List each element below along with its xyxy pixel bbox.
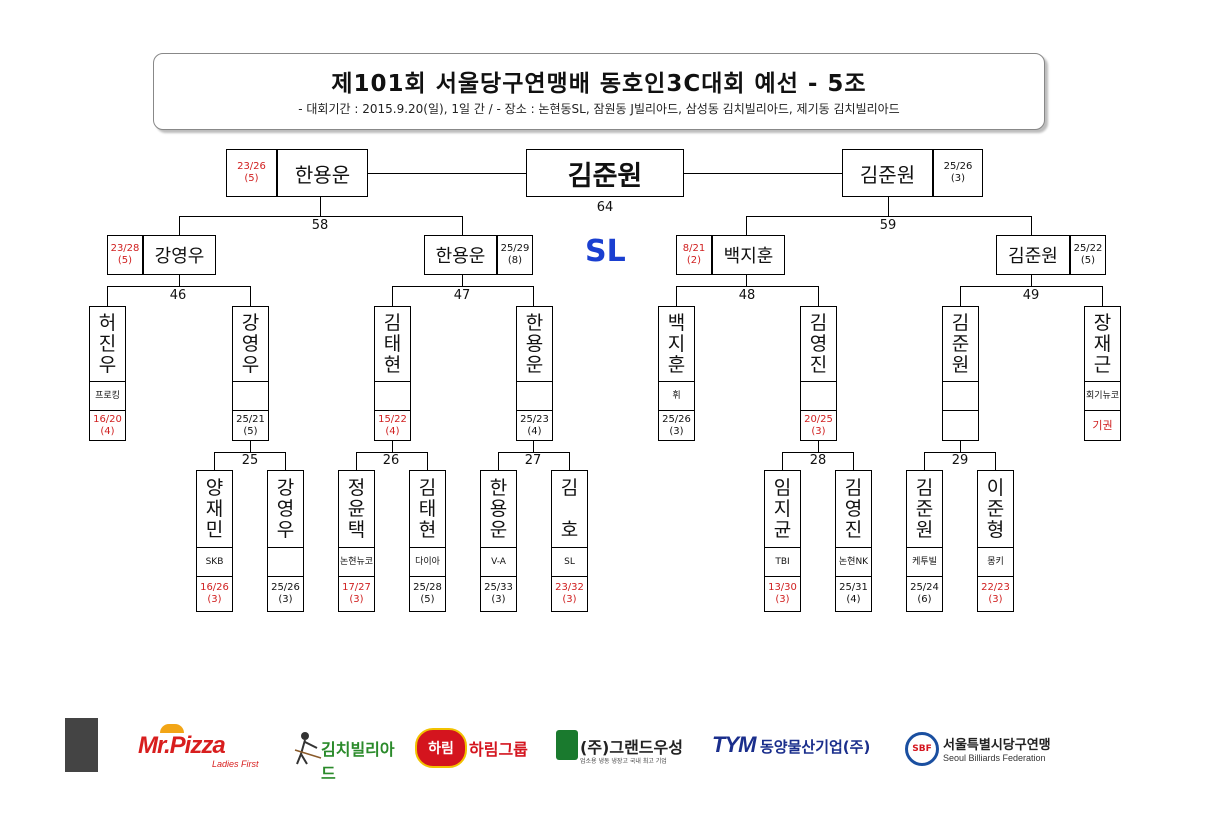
sponsor-tym-logo: TYM 동양물산기업(주)	[712, 732, 871, 757]
player-hanyu1-club	[516, 381, 553, 411]
semi-kimjw-name: 김준원	[996, 235, 1070, 275]
harim-badge-icon: 하림	[415, 728, 467, 768]
match-25: 25	[241, 453, 259, 468]
semi-kimjw-score: 25/22(5)	[1070, 235, 1106, 275]
player-baekjh-club: 휘	[658, 381, 695, 411]
sponsor-kimchi-logo: 김치빌리아드	[293, 724, 403, 783]
page-title: 제101회 서울당구연맹배 동호인3C대회 예선 - 5조	[331, 71, 867, 97]
player-kangyu1-score: 25/21(5)	[232, 410, 269, 441]
semi-kang-score: 23/28(5)	[107, 235, 143, 275]
semi-kang-name: 강영우	[143, 235, 216, 275]
player-kimho-club: SL	[551, 547, 588, 577]
match-58: 58	[311, 218, 329, 233]
match-49: 49	[1022, 288, 1040, 303]
champion-name: 김준원	[526, 149, 684, 197]
match-59: 59	[879, 218, 897, 233]
final-right-name: 김준원	[842, 149, 933, 197]
player-hanyu1-score: 25/23(4)	[516, 410, 553, 441]
player-jungyt-score: 17/27(3)	[338, 576, 375, 612]
player-kimjw2-score: 25/24(6)	[906, 576, 943, 612]
final-right-score: 25/26(3)	[933, 149, 983, 197]
page-subtitle: - 대회기간 : 2015.9.20(일), 1일 간 / - 장소 : 논현동…	[298, 102, 900, 116]
semi-baek-name: 백지훈	[712, 235, 785, 275]
player-hanyu2-club: V-A	[480, 547, 517, 577]
semi-han-score: 25/29(8)	[497, 235, 533, 275]
player-baekjh-score: 25/26(3)	[658, 410, 695, 441]
player-kimyj1-score: 20/25(3)	[800, 410, 837, 441]
match-47: 47	[453, 288, 471, 303]
sponsor-grand-logo: (주)그랜드우성 업소용 냉동 냉장고 국내 최고 기업	[556, 728, 696, 772]
match-26: 26	[382, 453, 400, 468]
player-jungyt-club: 논현뉴코	[338, 547, 375, 577]
final-venue: SL	[585, 234, 626, 269]
pizza-hat-icon	[160, 724, 184, 733]
player-kimjw2-club: 케투빌	[906, 547, 943, 577]
sponsor-harim-logo: 하림 하림그룹	[415, 724, 540, 770]
final-left-score: 23/26(5)	[226, 149, 277, 197]
player-kimth1-score: 15/22(4)	[374, 410, 411, 441]
player-kimjw1-score	[942, 410, 979, 441]
player-yangjm-club: SKB	[196, 547, 233, 577]
match-48: 48	[738, 288, 756, 303]
player-kimyj2-club: 논현NK	[835, 547, 872, 577]
billiard-player-icon	[294, 732, 322, 765]
player-jangjg-club: 회기뉴코	[1084, 381, 1121, 411]
player-kimyj2-score: 25/31(4)	[835, 576, 872, 612]
match-27: 27	[524, 453, 542, 468]
sbf-emblem-icon: SBF	[905, 732, 939, 766]
player-kimth2-score: 25/28(5)	[409, 576, 446, 612]
footer-marker	[65, 718, 98, 772]
player-kangyu2-score: 25/26(3)	[267, 576, 304, 612]
player-limjg-score: 13/30(3)	[764, 576, 801, 612]
player-kangyu2-club	[267, 547, 304, 577]
player-jangjg-score: 기권	[1084, 410, 1121, 441]
player-leejh-club: 몽키	[977, 547, 1014, 577]
sponsor-mrpizza-logo: Mr.Pizza Ladies First	[138, 724, 278, 770]
final-match-number: 64	[596, 200, 614, 215]
title-box: 제101회 서울당구연맹배 동호인3C대회 예선 - 5조 - 대회기간 : 2…	[153, 53, 1045, 130]
player-kimho-score: 23/32(3)	[551, 576, 588, 612]
final-left-name: 한용운	[277, 149, 368, 197]
player-heojinu-score: 16/20(4)	[89, 410, 126, 441]
player-kimth1-club	[374, 381, 411, 411]
grand-leaf-icon	[556, 730, 578, 760]
match-46: 46	[169, 288, 187, 303]
player-heojinu-club: 프로킹	[89, 381, 126, 411]
player-kangyu1-club	[232, 381, 269, 411]
semi-han-name: 한용운	[424, 235, 497, 275]
player-kimyj1-club	[800, 381, 837, 411]
player-yangjm-score: 16/26(3)	[196, 576, 233, 612]
player-hanyu2-score: 25/33(3)	[480, 576, 517, 612]
player-limjg-club: TBI	[764, 547, 801, 577]
match-29: 29	[951, 453, 969, 468]
sponsor-sbf-logo: SBF 서울특별시당구연맹 Seoul Billiards Federation	[905, 728, 1080, 772]
match-28: 28	[809, 453, 827, 468]
player-kimjw1-club	[942, 381, 979, 411]
semi-baek-score: 8/21(2)	[676, 235, 712, 275]
player-leejh-score: 22/23(3)	[977, 576, 1014, 612]
player-kimth2-club: 다이아	[409, 547, 446, 577]
